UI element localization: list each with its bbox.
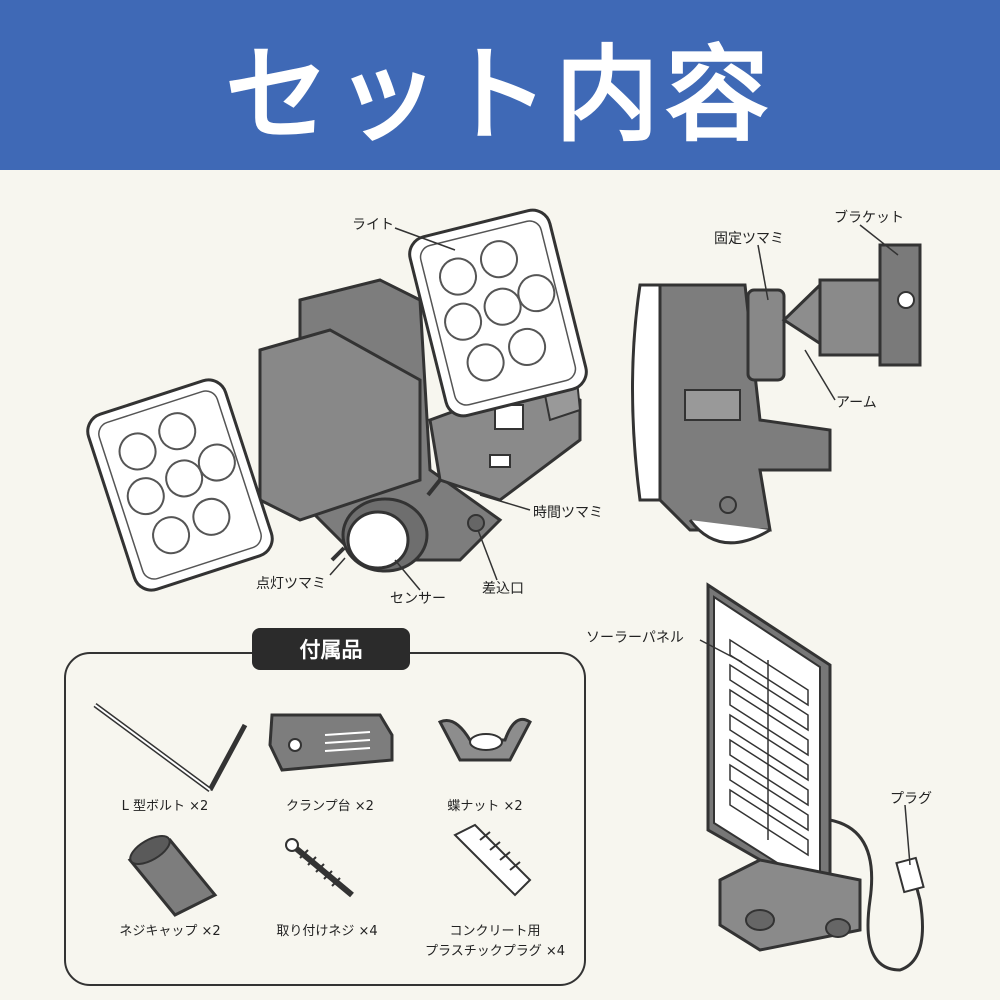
- clamp-drawing: [268, 713, 394, 772]
- plastic-plug-drawing: [453, 823, 532, 897]
- label-arm: アーム: [836, 395, 877, 411]
- light-unit-illustration: [81, 204, 592, 597]
- leader-lines: [329, 224, 911, 866]
- accessory-caption: ネジキャップ ×2: [119, 924, 221, 939]
- label-lighting-knob: 点灯ツマミ: [256, 576, 326, 592]
- accessory-caption: L 型ボルト ×2: [121, 799, 209, 814]
- label-solar-panel: ソーラーパネル: [586, 630, 684, 646]
- label-bracket: ブラケット: [834, 210, 904, 226]
- page-title: セット内容: [224, 33, 775, 156]
- label-socket: 差込口: [482, 581, 524, 597]
- label-plug: プラグ: [890, 791, 932, 807]
- accessory-caption: プラスチックプラグ ×4: [424, 944, 566, 959]
- label-sensor: センサー: [390, 591, 446, 607]
- accessories-heading: 付属品: [252, 628, 410, 670]
- side-view-illustration: [631, 243, 922, 545]
- accessory-caption: コンクリート用: [449, 924, 541, 939]
- l-bolt-drawing: [93, 702, 248, 793]
- accessory-caption: 蝶ナット ×2: [447, 799, 523, 814]
- title-banner: セット内容: [0, 0, 1000, 170]
- accessory-caption: 取り付けネジ ×4: [276, 924, 378, 939]
- solar-panel-illustration: [706, 582, 925, 972]
- label-light: ライト: [352, 217, 394, 233]
- mounting-screw-drawing: [285, 838, 354, 898]
- accessory-caption: クランプ台 ×2: [286, 799, 374, 814]
- wing-nut-drawing: [437, 717, 532, 762]
- label-fixing-knob: 固定ツマミ: [714, 231, 784, 247]
- screw-cap-drawing: [127, 835, 218, 917]
- label-time-knob: 時間ツマミ: [533, 505, 603, 521]
